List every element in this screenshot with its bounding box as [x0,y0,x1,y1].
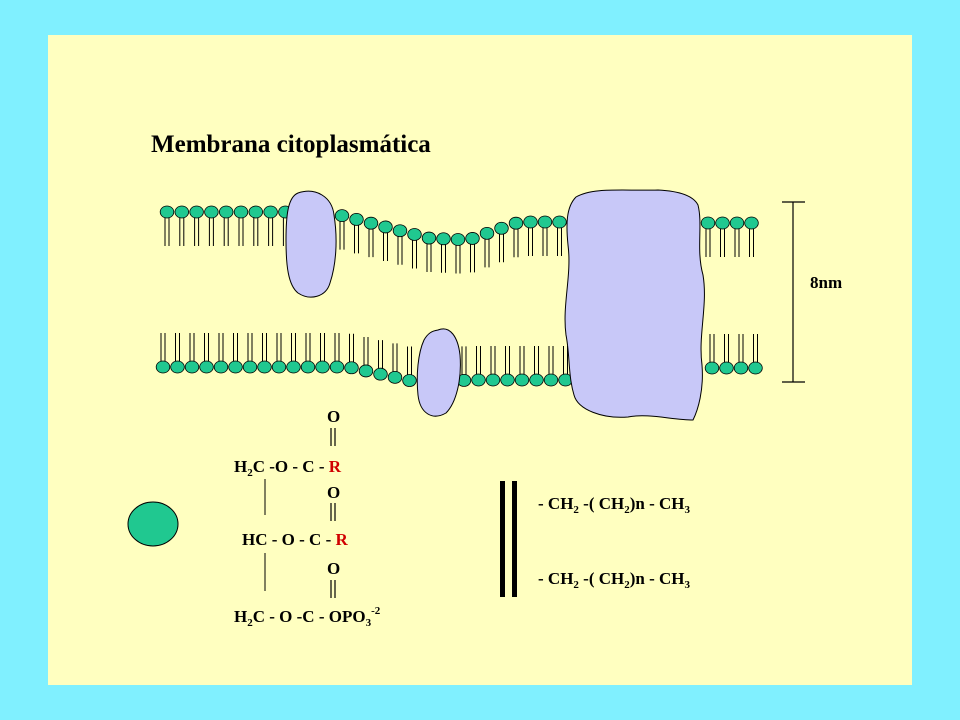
phospholipid [334,209,350,250]
phospholipid [349,213,364,254]
phospholipid [392,224,408,265]
phospholipid [387,343,403,384]
phospholipid [523,215,538,256]
formula-row-3: H2C - O -C - OPO3-2 [234,605,381,629]
phospholipid [204,205,219,246]
phospholipid [494,221,509,263]
phospholipid [233,205,249,246]
phospholipid [218,205,234,246]
phospholipid [436,232,451,273]
phospholipid [407,228,422,269]
phospholipid [471,346,486,387]
phospholipid [300,333,316,374]
tail-legend-right [512,481,517,597]
phospholipid [242,333,258,374]
membrane-diagram: Membrana citoplasmática 8nm O H2C -O - C… [127,131,842,629]
phospholipid [715,216,730,257]
phospholipid [329,333,345,374]
phospholipid [500,346,515,387]
phospholipid [373,340,388,381]
phospholipid [543,346,559,387]
phospholipid [257,333,272,374]
lower-lipid-layer [155,333,763,387]
formula-o-top: O [327,407,340,426]
phospholipid [271,333,287,374]
phospholipid [228,333,243,374]
upper-lipid-layer [159,205,759,274]
small-protein-lower [416,328,461,417]
phospholipid [704,334,720,375]
phospholipid [537,215,553,256]
phospholipid [358,336,374,378]
phospholipid [421,231,437,273]
phospholipid [450,233,466,274]
tail-legend-left [500,481,505,597]
formula-o-low: O [327,559,340,578]
phospholipid [248,205,264,246]
phospholipid [184,333,200,374]
phospholipid [719,334,734,375]
phospholipid [514,346,530,387]
phospholipid [733,334,749,375]
phospholipid [155,333,171,374]
phospholipid [315,333,330,374]
formula-o-mid: O [327,483,340,502]
phospholipid [748,334,763,375]
diagram-title: Membrana citoplasmática [151,131,431,158]
slide: Membrana citoplasmática 8nm O H2C -O - C… [48,35,912,685]
phospholipid-formula: O H2C -O - C - R O HC - O - C - R O H2C … [234,407,381,629]
phospholipid [508,216,524,258]
phospholipid [479,226,495,268]
phospholipid [465,232,480,273]
phospholipid [558,346,573,387]
chain-formula-top: - CH2 -( CH2)n - CH3 [538,494,691,516]
phospholipid [199,333,214,374]
phospholipid [344,333,359,375]
phospholipid [402,346,417,387]
phospholipid [213,333,229,374]
phospholipid [700,216,716,257]
small-protein-upper [285,190,337,298]
phospholipid [729,216,745,257]
phospholipid [159,205,175,246]
phospholipid [552,215,567,256]
phospholipid [485,346,501,387]
chain-formula-bottom: - CH2 -( CH2)n - CH3 [538,569,691,591]
phospholipid-head-legend [127,501,179,547]
phospholipid [456,346,472,387]
phospholipid [286,333,301,374]
scale-label: 8nm [810,273,842,292]
large-transmembrane-protein [564,189,705,421]
phospholipid [378,220,393,261]
phospholipid [363,216,379,258]
formula-row-1: H2C -O - C - R [234,457,342,479]
phospholipid [189,205,204,246]
phospholipid [263,205,278,246]
phospholipid [529,346,544,387]
formula-row-2: HC - O - C - R [242,530,348,549]
phospholipid [174,205,190,246]
phospholipid [170,333,185,374]
phospholipid [744,216,759,257]
